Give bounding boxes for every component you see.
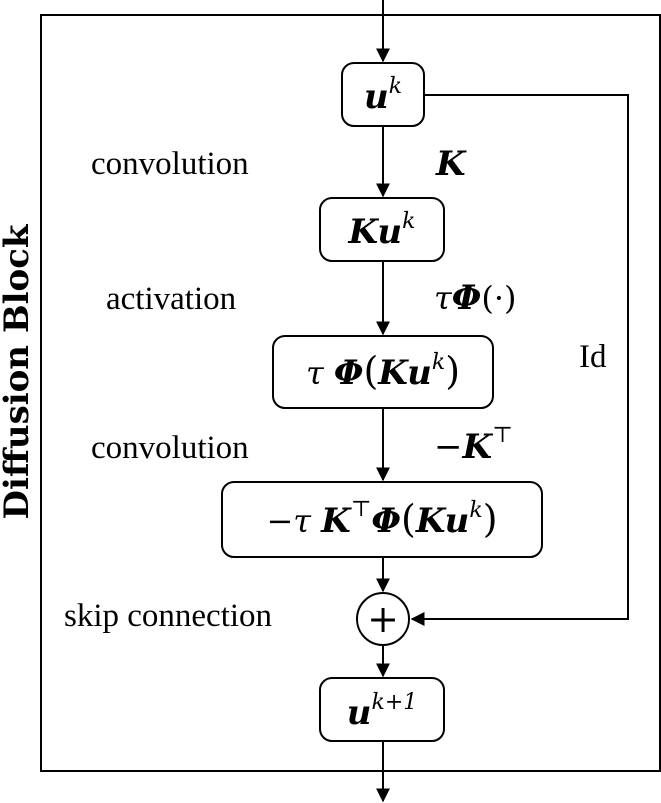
label-skip-connection: skip connection <box>64 598 272 634</box>
label-convolution-1: convolution <box>91 146 249 182</box>
block-frame <box>40 14 661 772</box>
plus-sign: + <box>367 597 399 641</box>
label-convolution-2: convolution <box>91 430 249 466</box>
node-act-box <box>272 335 494 409</box>
node-uk1: uk+1 <box>347 690 418 733</box>
node-Kuk: Kuk <box>348 209 416 252</box>
node-conv-box <box>221 481 543 558</box>
edge-label-K: K <box>435 144 467 184</box>
edge-label-tauPhi: τΦ(·) <box>434 278 516 318</box>
node-uk: uk <box>364 74 402 117</box>
node-act: τ Φ(Kuk) <box>306 349 460 393</box>
node-uk-box <box>341 62 425 127</box>
block-title: Diffusion Block <box>0 223 37 519</box>
plus-node <box>356 592 410 646</box>
edge-label-minusKT: −K⊤ <box>434 423 513 467</box>
node-conv: −τ K⊤Φ(Kuk) <box>266 497 497 541</box>
node-uk1-box <box>319 677 445 742</box>
label-activation: activation <box>106 281 236 317</box>
skip-path <box>410 94 629 626</box>
node-Kuk-box <box>319 197 445 262</box>
edge-label-id: Id <box>579 339 607 375</box>
